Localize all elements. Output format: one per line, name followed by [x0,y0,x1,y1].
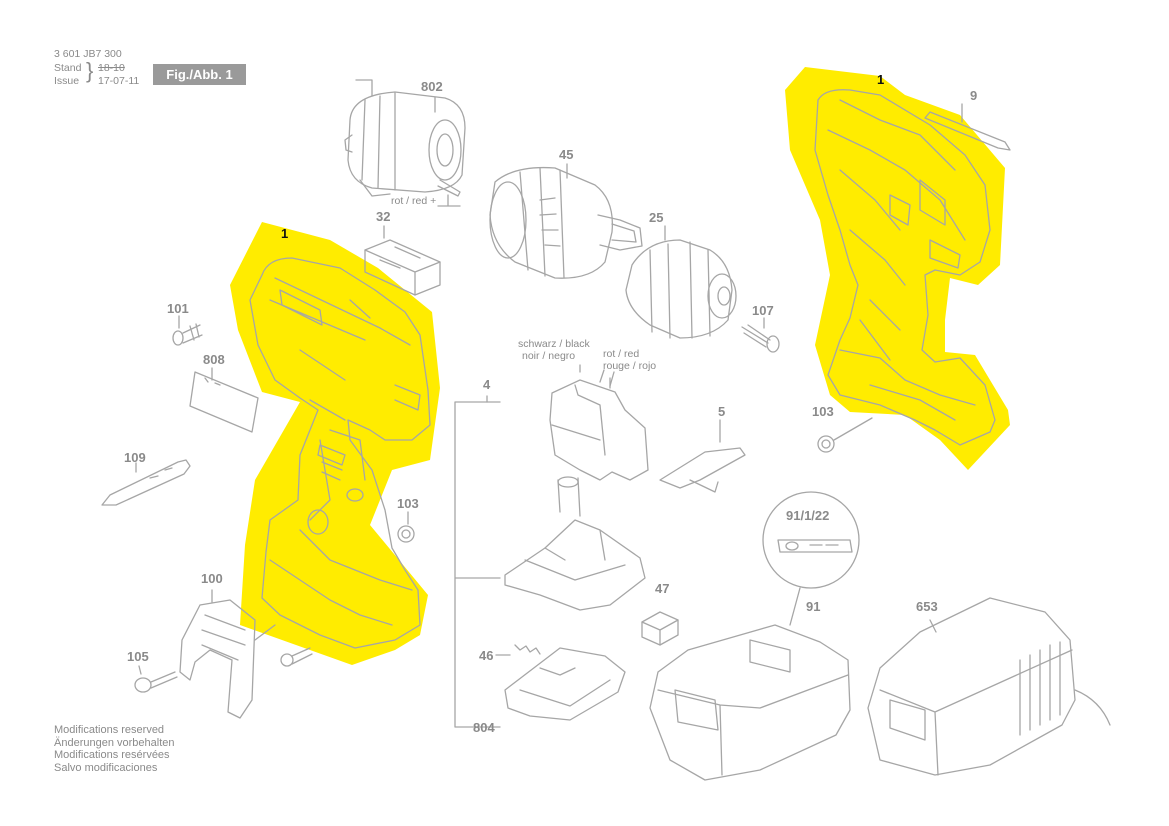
highlight-right-housing [785,67,1010,470]
housing-shell-icon [249,257,431,649]
part-label-1-left: 1 [281,226,289,241]
part-label-103-right: 103 [812,404,834,419]
issue-label: Issue [54,75,80,87]
label-sheet-91-1-22 [762,491,860,626]
screw-105 [134,671,178,693]
brace-icon: } [86,58,94,83]
part-label-105: 105 [127,649,149,664]
screw-107 [741,324,780,353]
part-label-45: 45 [559,147,574,162]
part-label-47: 47 [655,581,670,596]
part-label-101: 101 [167,301,189,316]
part-label-9: 9 [970,88,978,103]
part-label-46: 46 [479,648,494,663]
chuck-icon [625,239,737,339]
trigger-5 [659,419,746,493]
part-label-103-left: 103 [397,496,419,511]
belt-clip-100 [179,599,256,719]
highlight-left-housing [230,222,440,665]
label-strip-9 [924,103,1011,151]
nut-103-left [397,525,415,543]
part-label-25: 25 [649,210,664,225]
old-date: 18-10 [98,62,125,74]
housing-shell-right-icon [814,89,996,446]
wire-label-motor-red: rot / red + [391,195,437,207]
motor-icon [344,79,466,197]
bit-109 [101,459,191,506]
part-label-91-1-22: 91/1/22 [786,508,830,523]
part-number: 3 601 JB7 300 [54,48,122,60]
gearbox-icon [489,166,643,279]
part-label-1-right: 1 [877,72,885,87]
part-label-91: 91 [806,599,821,614]
note-line: Salvo modificaciones [54,761,158,774]
part-label-107: 107 [752,303,774,318]
screw-101 [172,323,203,346]
part-label-802: 802 [421,79,443,94]
terminal-804 [504,647,626,721]
part-label-109: 109 [124,450,146,465]
charger-icon [867,597,1111,776]
note-line: Modifications resérvées [54,749,170,761]
wire-label-black-1: schwarz / black [518,338,590,350]
part-label-100: 100 [201,571,223,586]
wire-label-red-1: rot / red [603,348,640,360]
pad-47 [641,611,679,646]
part-label-804: 804 [473,720,495,735]
figure-label: Fig./Abb. 1 [153,64,246,85]
note-line: Modifications reserved [54,724,165,736]
wire-label-red-2: rouge / rojo [603,360,657,372]
nut-103-right [817,417,873,453]
new-date: 17-07-11 [98,75,140,87]
battery-icon [649,624,851,781]
switch-icon [504,369,649,611]
part-label-5: 5 [718,404,726,419]
wire-label-black-2: noir / negro [522,350,576,362]
part-label-808: 808 [203,352,225,367]
spring-46 [514,644,541,655]
part-label-32: 32 [376,209,391,224]
stand-label: Stand [54,62,82,74]
part-label-653: 653 [916,599,938,614]
note-line: Änderungen vorbehalten [54,736,175,749]
label-808 [189,371,259,433]
screw-105b [280,647,313,667]
part-label-4: 4 [483,377,491,392]
carbon-brush-holder-32 [364,239,441,296]
modification-notes: Modifications reserved Änderungen vorbeh… [54,724,174,774]
